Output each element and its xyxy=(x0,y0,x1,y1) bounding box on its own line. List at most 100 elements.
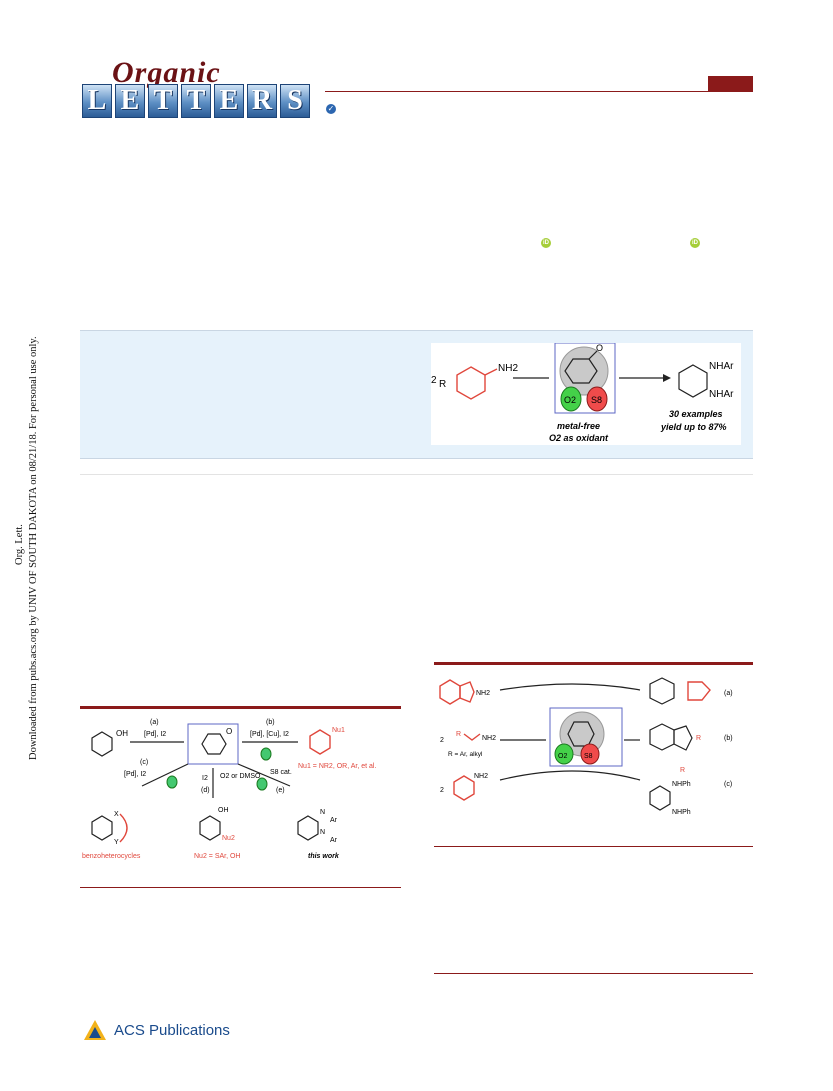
arrow-c xyxy=(141,763,189,787)
label-b: (b) xyxy=(724,735,733,742)
logo-tile: E xyxy=(115,84,145,118)
download-notice: Downloaded from pubs.acs.org by UNIV OF … xyxy=(28,336,39,760)
thiazole-ring xyxy=(459,681,475,703)
het-arc xyxy=(119,813,128,843)
journal-abbrev: Org. Lett. xyxy=(14,524,25,565)
coeff-b: 2 xyxy=(440,737,444,744)
logo-tile: R xyxy=(247,84,277,118)
product-b-ring xyxy=(649,723,675,751)
header-tab xyxy=(708,76,753,91)
carbonyl-bond xyxy=(588,350,598,360)
product-ring xyxy=(678,364,708,398)
label-d: (d) xyxy=(201,787,210,794)
amine-a: NH2 xyxy=(476,690,490,697)
benzohet-ring xyxy=(91,815,113,841)
benzothiazole-ring xyxy=(439,679,461,705)
logo-script-text: Organic xyxy=(112,56,221,89)
abstract-divider xyxy=(80,474,753,475)
orcid-icon[interactable]: iD xyxy=(690,238,700,248)
cyclohexanone-box xyxy=(554,342,616,414)
scheme1-figure: OH O (a) [Pd], I2 (b) [Pd], [Cu], I2 Nu1… xyxy=(80,712,401,872)
arrow-head xyxy=(663,374,671,382)
this-work-label: this work xyxy=(308,853,340,860)
nu1-definition: Nu1 = NR2, OR, Ar, et al. xyxy=(298,763,376,770)
scheme2-svg: NH2 O2 S8 (a) 2 R NH2 R = Ar, alkyl R R … xyxy=(439,677,733,816)
nu2-definition: Nu2 = SAr, OH xyxy=(194,853,241,860)
amine-c: NH2 xyxy=(474,773,488,780)
nu2-label: Nu2 xyxy=(222,835,235,842)
arrow-a xyxy=(499,683,641,691)
s8-label: S8 xyxy=(591,395,602,405)
aryl-1: Ar xyxy=(330,817,338,824)
label-b: (b) xyxy=(266,719,275,726)
amine-b-chain xyxy=(463,733,481,741)
publisher-name: ACS Publications xyxy=(114,1021,230,1039)
cyclohexanone-ring xyxy=(201,733,227,755)
bond xyxy=(484,368,498,376)
label-c: (c) xyxy=(140,759,148,766)
diamine-ring xyxy=(297,815,319,841)
nu1-label: Nu1 xyxy=(332,727,345,734)
benzoheterocycles-label: benzoheterocycles xyxy=(82,853,141,860)
label-a: (a) xyxy=(150,719,159,726)
reagent-a: [Pd], I2 xyxy=(144,731,166,738)
phenol-ring xyxy=(91,731,113,757)
o2-label: O2 xyxy=(564,395,576,405)
download-watermark: Downloaded from pubs.acs.org by UNIV OF … xyxy=(0,0,48,1091)
scheme2-top-rule xyxy=(434,662,753,665)
nu2-oh: OH xyxy=(218,807,229,814)
logo-tile: T xyxy=(148,84,178,118)
product-b-r: R xyxy=(696,735,701,742)
amine-b-r: R xyxy=(456,731,461,738)
logo-tile: E xyxy=(214,84,244,118)
journal-logo: Organic L E T T E R S ✓ xyxy=(82,56,342,122)
s8-label: S8 xyxy=(584,753,593,760)
product-a-fused xyxy=(687,681,711,701)
scheme2-figure: NH2 O2 S8 (a) 2 R NH2 R = Ar, alkyl R R … xyxy=(434,668,753,838)
phenol-oh: OH xyxy=(116,729,128,738)
aniline-ring xyxy=(456,366,486,400)
o2-label: O2 xyxy=(558,753,567,760)
coeff-c: 2 xyxy=(440,787,444,794)
label-a: (a) xyxy=(724,690,733,697)
arrow-c xyxy=(499,770,641,781)
logo-tile: L xyxy=(82,84,112,118)
scheme1-top-rule xyxy=(80,706,401,709)
logo-tile: T xyxy=(181,84,211,118)
scheme1-svg: OH O (a) [Pd], I2 (b) [Pd], [Cu], I2 Nu1… xyxy=(82,719,376,860)
toc-scheme: 2 R NH2 O O2 S8 NHAr NHAr metal-free O2 … xyxy=(431,342,734,443)
check-badge-icon: ✓ xyxy=(326,104,336,114)
sulfur-lobe xyxy=(586,386,608,412)
yield-note: yield up to 87% xyxy=(660,422,727,432)
nu2-ring xyxy=(199,815,221,841)
reagent-d2: O2 or DMSO xyxy=(220,773,261,780)
reagent-nh2: NH2 xyxy=(498,363,518,374)
center-box xyxy=(187,723,239,765)
center-box xyxy=(549,707,623,767)
sulfur-lobe xyxy=(580,743,600,765)
het-y: Y xyxy=(114,839,119,846)
acs-publications-logo[interactable]: ACS Publications xyxy=(82,1018,230,1042)
oxygen-lobe xyxy=(560,386,582,412)
reagent-d: I2 xyxy=(202,775,208,782)
reagent-coeff: 2 xyxy=(431,375,437,386)
reagent-r: R xyxy=(439,379,446,390)
product-b-r2: R xyxy=(680,767,685,774)
amine-n2: N xyxy=(320,829,325,836)
imidazole-ring xyxy=(673,725,693,751)
orcid-icon[interactable]: iD xyxy=(541,238,551,248)
product-c-ring xyxy=(649,785,671,811)
logo-tiles: L E T T E R S xyxy=(82,84,310,118)
oxygen-drop-icon xyxy=(260,747,272,761)
column-bottom-rule xyxy=(434,973,753,974)
product-a-ring xyxy=(649,677,675,705)
product-c-bottom: NHPh xyxy=(672,809,691,816)
amine-b-nh2: NH2 xyxy=(482,735,496,742)
label-c: (c) xyxy=(724,781,732,788)
oxidant-note: O2 as oxidant xyxy=(549,433,609,443)
label-e: (e) xyxy=(276,787,285,794)
cyclohexanone-sphere xyxy=(559,346,609,396)
amine-n1: N xyxy=(320,809,325,816)
header-rule xyxy=(325,91,753,92)
oxygen-lobe xyxy=(554,743,574,765)
